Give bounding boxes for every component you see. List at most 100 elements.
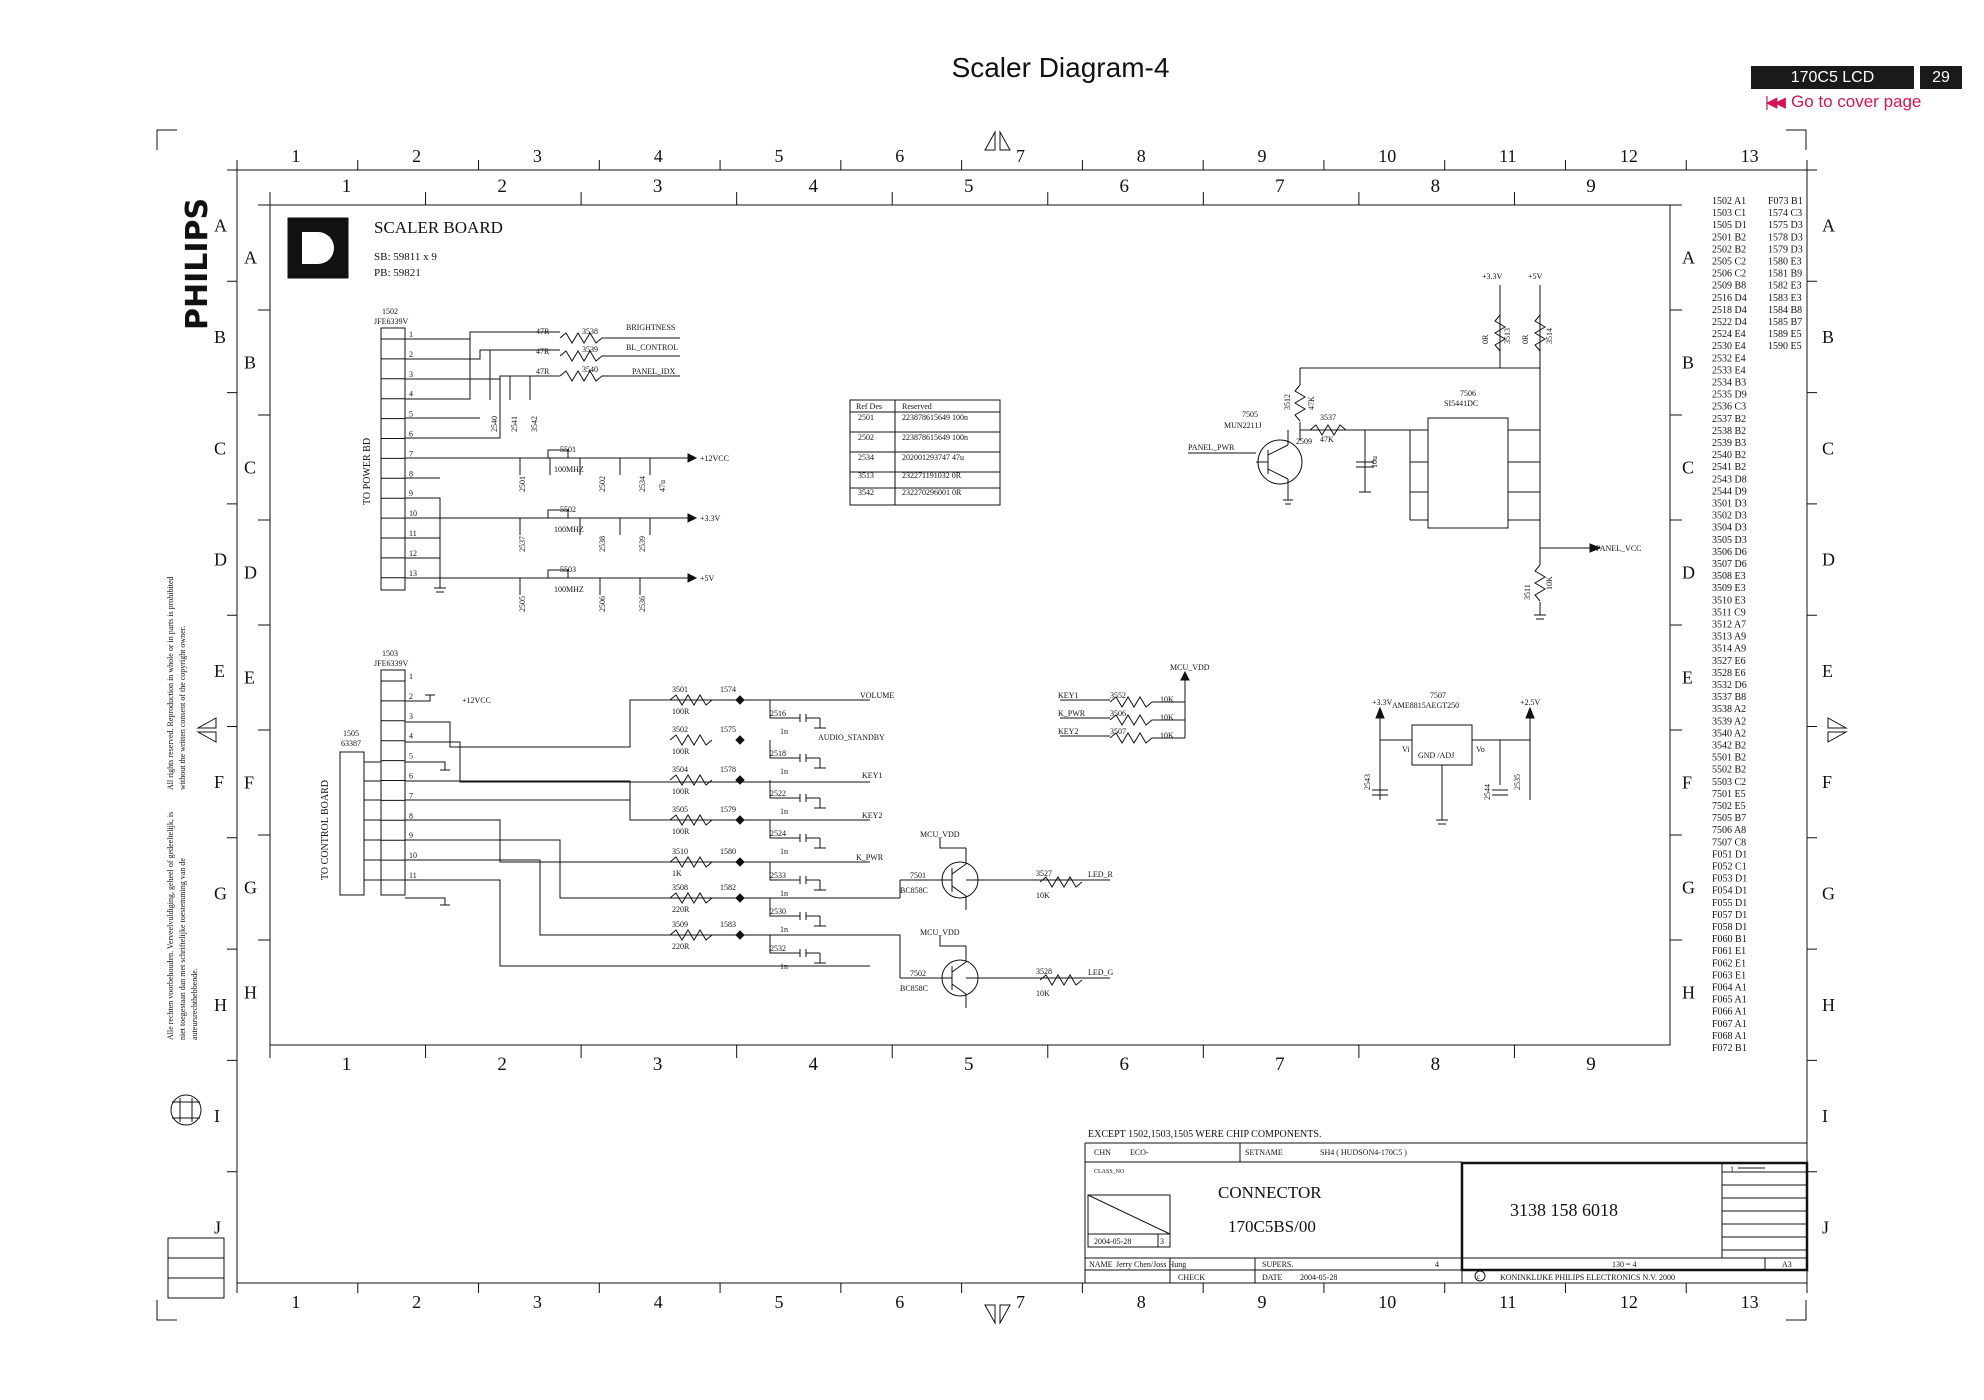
svg-text:3552: 3552 (1110, 691, 1126, 700)
svg-text:1: 1 (409, 330, 413, 339)
outer-row-left-F: F (214, 772, 224, 792)
table-row: 2501 (858, 413, 874, 422)
svg-text:3507 D6: 3507 D6 (1712, 559, 1747, 570)
svg-text:JFE6339V: JFE6339V (374, 317, 408, 326)
outer-row-right-G: G (1822, 883, 1835, 903)
inner-row-left-F: F (244, 773, 254, 793)
inner-row-left-B: B (244, 353, 256, 373)
svg-text:BC858C: BC858C (900, 984, 928, 993)
svg-text:63387: 63387 (341, 739, 361, 748)
svg-text:10K: 10K (1545, 576, 1554, 590)
svg-text:7: 7 (409, 791, 413, 800)
copyright-nl: Alle rechten voorbehouden. Verveelvuldig… (166, 811, 199, 1040)
svg-text:2522: 2522 (770, 789, 786, 798)
svg-text:MUN2211J: MUN2211J (1224, 421, 1261, 430)
outer-col-top-4: 4 (654, 146, 663, 166)
svg-text:7507 C8: 7507 C8 (1712, 837, 1746, 848)
svg-text:2533 E4: 2533 E4 (1712, 365, 1746, 376)
outer-col-bottom-4: 4 (654, 1292, 663, 1312)
svg-text:SETNAME: SETNAME (1245, 1148, 1283, 1157)
svg-text:1590 E5: 1590 E5 (1768, 341, 1802, 352)
outer-row-right-C: C (1822, 438, 1834, 458)
svg-text:7505: 7505 (1242, 410, 1258, 419)
svg-text:EXCEPT 1502,1503,1505 WERE CH: EXCEPT 1502,1503,1505 WERE CHIP COMPONEN… (1088, 1129, 1321, 1140)
svg-text:5: 5 (409, 752, 413, 761)
control-texts: +12VCC VOLUME AUDIO_STANDBY KEY1 KEY2 K_… (462, 685, 894, 971)
svg-text:3512 A7: 3512 A7 (1712, 620, 1746, 631)
svg-text:+5V: +5V (700, 574, 715, 583)
outer-col-bottom-2: 2 (412, 1292, 421, 1312)
svg-text:KEY1: KEY1 (1058, 691, 1078, 700)
svg-text:1582: 1582 (720, 883, 736, 892)
svg-text:1503 C1: 1503 C1 (1712, 208, 1746, 219)
svg-text:2: 2 (409, 350, 413, 359)
svg-text:2538 B2: 2538 B2 (1712, 426, 1746, 437)
svg-text:10K: 10K (1036, 891, 1050, 900)
outer-col-top-9: 9 (1258, 146, 1267, 166)
svg-text:8: 8 (409, 469, 413, 478)
go-to-cover-label: Go to cover page (1790, 92, 1922, 111)
svg-text:10K: 10K (1160, 731, 1174, 740)
inner-col-top-2: 2 (497, 176, 507, 197)
svg-text:PANEL_VCC: PANEL_VCC (1596, 544, 1642, 553)
svg-text:3511 C9: 3511 C9 (1712, 607, 1746, 618)
svg-text:0R: 0R (1521, 334, 1530, 344)
svg-text:F073 B1: F073 B1 (1768, 196, 1803, 207)
svg-text:K_PWR: K_PWR (856, 853, 884, 862)
regulator-7507 (1372, 706, 1535, 825)
table-row: 3513 (858, 471, 874, 480)
svg-text:2532: 2532 (770, 944, 786, 953)
svg-text:BRIGHTNESS: BRIGHTNESS (626, 323, 675, 332)
svg-text:1581 B9: 1581 B9 (1768, 269, 1802, 280)
inner-col-bottom-6: 6 (1120, 1054, 1130, 1075)
led-texts: MCU_VDD MCU_VDD 7501 BC858C 7502 BC858C … (900, 830, 1114, 998)
svg-text:3509 E3: 3509 E3 (1712, 583, 1746, 594)
svg-text:F061 E1: F061 E1 (1712, 946, 1746, 957)
svg-text:3501: 3501 (672, 685, 688, 694)
outer-row-left-H: H (214, 995, 227, 1015)
svg-text:47R: 47R (536, 327, 550, 336)
svg-text:2533: 2533 (770, 871, 786, 880)
inner-row-right-E: E (1682, 668, 1693, 688)
inner-frame (269, 204, 1671, 1046)
inner-row-left-H: H (244, 983, 257, 1003)
svg-text:1n: 1n (780, 767, 788, 776)
outer-row-left-E: E (214, 661, 225, 681)
outer-row-right-B: B (1822, 327, 1834, 347)
svg-text:7501 E5: 7501 E5 (1712, 789, 1746, 800)
outer-col-bottom-5: 5 (774, 1292, 783, 1312)
svg-text:+3.3V: +3.3V (1482, 272, 1503, 281)
svg-text:3527 E6: 3527 E6 (1712, 656, 1746, 667)
svg-text:2535: 2535 (1513, 774, 1522, 790)
svg-text:1574: 1574 (720, 685, 736, 694)
outer-row-right-J: J (1822, 1217, 1829, 1237)
svg-text:2540 B2: 2540 B2 (1712, 450, 1746, 461)
inner-row-right-H: H (1682, 983, 1695, 1003)
go-to-cover-link[interactable]: |◀◀Go to cover page (1765, 92, 1921, 112)
svg-text:7502 E5: 7502 E5 (1712, 801, 1746, 812)
svg-text:3513 A9: 3513 A9 (1712, 632, 1746, 643)
svg-text:47K: 47K (1320, 435, 1334, 444)
svg-text:3538 A2: 3538 A2 (1712, 704, 1746, 715)
svg-text:+3.3V: +3.3V (700, 514, 721, 523)
svg-text:K_PWR: K_PWR (1058, 709, 1086, 718)
svg-text:LED_R: LED_R (1088, 870, 1114, 879)
outer-col-bottom-7: 7 (1016, 1292, 1025, 1312)
svg-text:F052 C1: F052 C1 (1712, 862, 1747, 873)
svg-text:F065 A1: F065 A1 (1712, 995, 1747, 1006)
inner-col-bottom-4: 4 (808, 1054, 818, 1075)
svg-text:1574 C3: 1574 C3 (1768, 208, 1802, 219)
svg-text:11: 11 (409, 529, 417, 538)
svg-text:BL_CONTROL: BL_CONTROL (626, 343, 678, 352)
svg-text:KEY2: KEY2 (862, 811, 882, 820)
svg-text:+12VCC: +12VCC (700, 454, 729, 463)
svg-text:3510: 3510 (672, 847, 688, 856)
svg-text:10K: 10K (1160, 713, 1174, 722)
svg-text:F062 E1: F062 E1 (1712, 958, 1746, 969)
inner-row-left-G: G (244, 878, 257, 898)
svg-text:2544: 2544 (1483, 784, 1492, 800)
svg-text:220R: 220R (672, 942, 690, 951)
inner-col-top-4: 4 (808, 176, 818, 197)
